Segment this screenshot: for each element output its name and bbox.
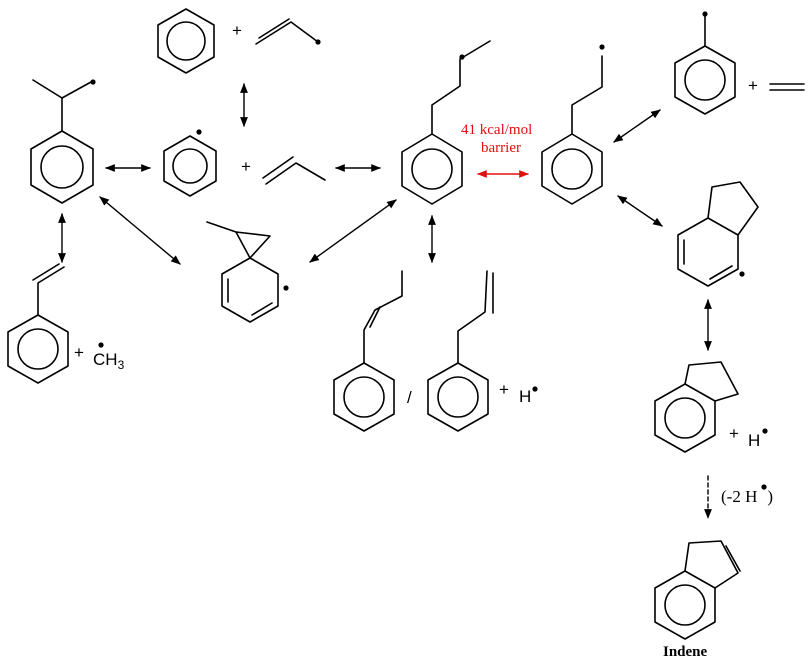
propene <box>265 162 326 185</box>
indane-plus-h: + H <box>654 361 768 453</box>
arrow-left-spiro <box>99 196 181 265</box>
plus-sign-phenyl: + <box>241 157 251 176</box>
indene-six-ring <box>654 570 716 640</box>
phenyl-plus-propene: + <box>163 129 326 197</box>
isopropylbenzene-radical <box>30 79 96 204</box>
methyl-label: CH3 <box>93 350 125 372</box>
benzyl-plus-ethylene: + <box>674 11 805 115</box>
barrier-word-label: barrier <box>481 140 521 156</box>
allyl-radical-top <box>255 21 319 45</box>
bicyclic-radical <box>677 181 759 287</box>
phenylpropyl-radical <box>541 44 605 205</box>
right-ring <box>541 133 603 205</box>
plus-sign-styrene: + <box>74 343 84 362</box>
cyclopropane <box>235 231 271 259</box>
indane-six-ring <box>654 383 716 453</box>
slash-separator: / <box>407 388 412 407</box>
indene-five-ring <box>684 540 739 589</box>
hydrogen-label-right: H <box>748 431 760 450</box>
propenylbenzene-ring <box>333 362 395 432</box>
benzyl-ring <box>674 45 736 115</box>
styrene-ring <box>7 314 69 384</box>
indane-five-ring <box>684 361 739 402</box>
arrow-center-spiro <box>309 199 397 263</box>
center-radical <box>401 40 491 205</box>
plus-sign-indane: + <box>729 424 739 443</box>
minus-2h-label: (-2 H) <box>721 487 773 506</box>
propenylbenzene-products: / + H <box>333 270 538 432</box>
benzene-ring-top <box>157 8 215 74</box>
indene-label: Indene <box>663 644 708 659</box>
arrow-right-bicyclic <box>617 195 663 227</box>
hydrogen-label-center: H <box>519 387 531 406</box>
indene: Indene <box>654 540 741 659</box>
bicyclic-five-ring <box>707 181 759 236</box>
bicyclic-six-ring <box>677 217 739 287</box>
plus-sign-top: + <box>232 21 242 40</box>
ring-left <box>30 130 94 204</box>
styrene-plus-methyl: + CH3 <box>7 263 125 384</box>
allylbenzene-ring <box>427 362 489 432</box>
barrier-energy-label: 41 kcal/mol <box>461 122 532 138</box>
arrow-right-benzyl <box>613 109 661 143</box>
plus-sign-allyl: + <box>499 380 509 399</box>
phenyl-radical-ring <box>163 135 217 197</box>
center-ring <box>401 133 463 205</box>
spiro-six-ring <box>221 257 279 323</box>
spiro-cyclopropyl-radical <box>206 221 289 323</box>
plus-sign-benzyl: + <box>748 76 758 95</box>
benzene-plus-allyl: + <box>157 8 321 74</box>
